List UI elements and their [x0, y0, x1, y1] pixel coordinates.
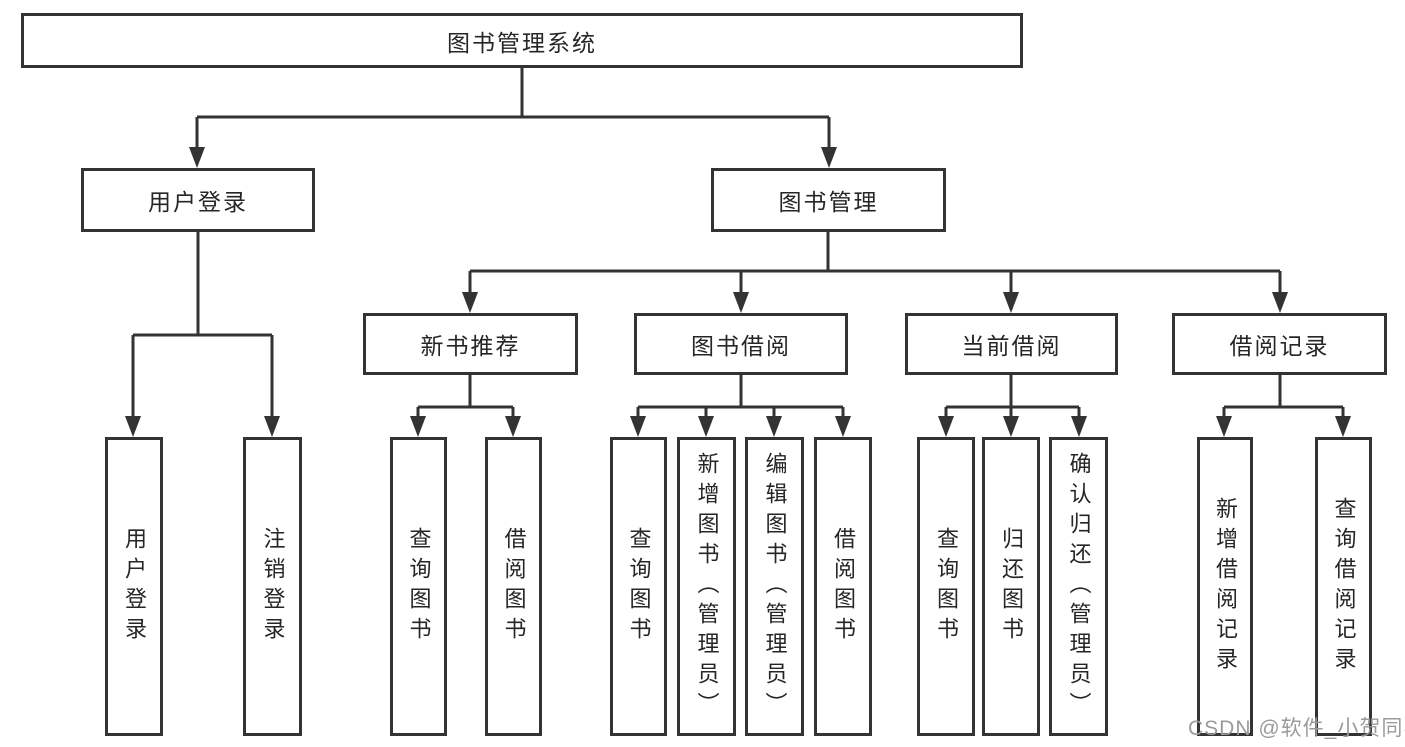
- node-user-login-label: 用户登录: [148, 189, 248, 215]
- leaf-query-books-current: 查询图书: [917, 437, 975, 736]
- connector-new-book-to-leaves: [416, 373, 515, 420]
- node-current-borrowing-label: 当前借阅: [961, 333, 1062, 359]
- connector-user-login-to-leaves: [131, 232, 274, 420]
- connector-book-management-to-level3: [468, 232, 1282, 296]
- connector-current-borrow-to-leaves: [944, 373, 1081, 420]
- leaf-user-login: 用户登录: [105, 437, 163, 736]
- node-root-label: 图书管理系统: [447, 29, 597, 56]
- leaf-add-borrow-record: 新增借阅记录: [1197, 437, 1253, 736]
- leaf-add-borrow-record-label: 新增借阅记录: [1213, 496, 1238, 677]
- leaf-query-borrow-record: 查询借阅记录: [1315, 437, 1372, 736]
- csdn-watermark: CSDN @软件_小贺同学: [1188, 717, 1405, 740]
- leaf-logout: 注销登录: [243, 437, 302, 736]
- node-borrowing-records-label: 借阅记录: [1229, 333, 1330, 359]
- leaf-add-books-admin-label: 新增图书（管理员）: [694, 451, 720, 722]
- leaf-query-books-borrow: 查询图书: [610, 437, 667, 736]
- node-user-login: 用户登录: [81, 168, 315, 232]
- leaf-borrow-books-label: 借阅图书: [831, 526, 856, 647]
- leaf-return-books: 归还图书: [982, 437, 1040, 736]
- node-current-borrowing: 当前借阅: [905, 313, 1118, 375]
- leaf-confirm-return-admin: 确认归还（管理员）: [1049, 437, 1108, 736]
- leaf-query-books-recommend: 查询图书: [390, 437, 447, 736]
- leaf-user-login-label: 用户登录: [122, 526, 147, 647]
- leaf-borrow-books-recommend: 借阅图书: [485, 437, 542, 736]
- leaf-confirm-return-admin-label: 确认归还（管理员）: [1066, 451, 1092, 722]
- arrowheads: [125, 147, 1351, 437]
- node-book-borrowing-label: 图书借阅: [691, 333, 791, 359]
- node-new-book-recommendation: 新书推荐: [363, 313, 578, 375]
- connector-borrow-records-to-leaves: [1222, 373, 1345, 420]
- node-book-management-label: 图书管理: [778, 189, 879, 215]
- leaf-add-books-admin: 新增图书（管理员）: [677, 437, 736, 736]
- connector-root-to-level2: [195, 68, 831, 150]
- leaf-return-books-label: 归还图书: [999, 526, 1024, 647]
- connector-book-borrow-to-leaves: [636, 373, 845, 420]
- leaf-borrow-books: 借阅图书: [814, 437, 872, 736]
- leaf-logout-label: 注销登录: [260, 526, 286, 647]
- node-book-management: 图书管理: [711, 168, 946, 232]
- leaf-edit-books-admin: 编辑图书（管理员）: [745, 437, 804, 736]
- node-new-book-recommendation-label: 新书推荐: [420, 333, 521, 359]
- node-root-library-management-system: 图书管理系统: [21, 13, 1023, 68]
- leaf-query-books-current-label: 查询图书: [934, 526, 959, 647]
- leaf-query-books-recommend-label: 查询图书: [406, 526, 432, 647]
- node-borrowing-records: 借阅记录: [1172, 313, 1387, 375]
- leaf-query-books-borrow-label: 查询图书: [626, 526, 652, 647]
- node-book-borrowing: 图书借阅: [634, 313, 848, 375]
- leaf-edit-books-admin-label: 编辑图书（管理员）: [762, 451, 788, 722]
- leaf-query-borrow-record-label: 查询借阅记录: [1331, 496, 1357, 677]
- leaf-borrow-books-recommend-label: 借阅图书: [501, 526, 527, 647]
